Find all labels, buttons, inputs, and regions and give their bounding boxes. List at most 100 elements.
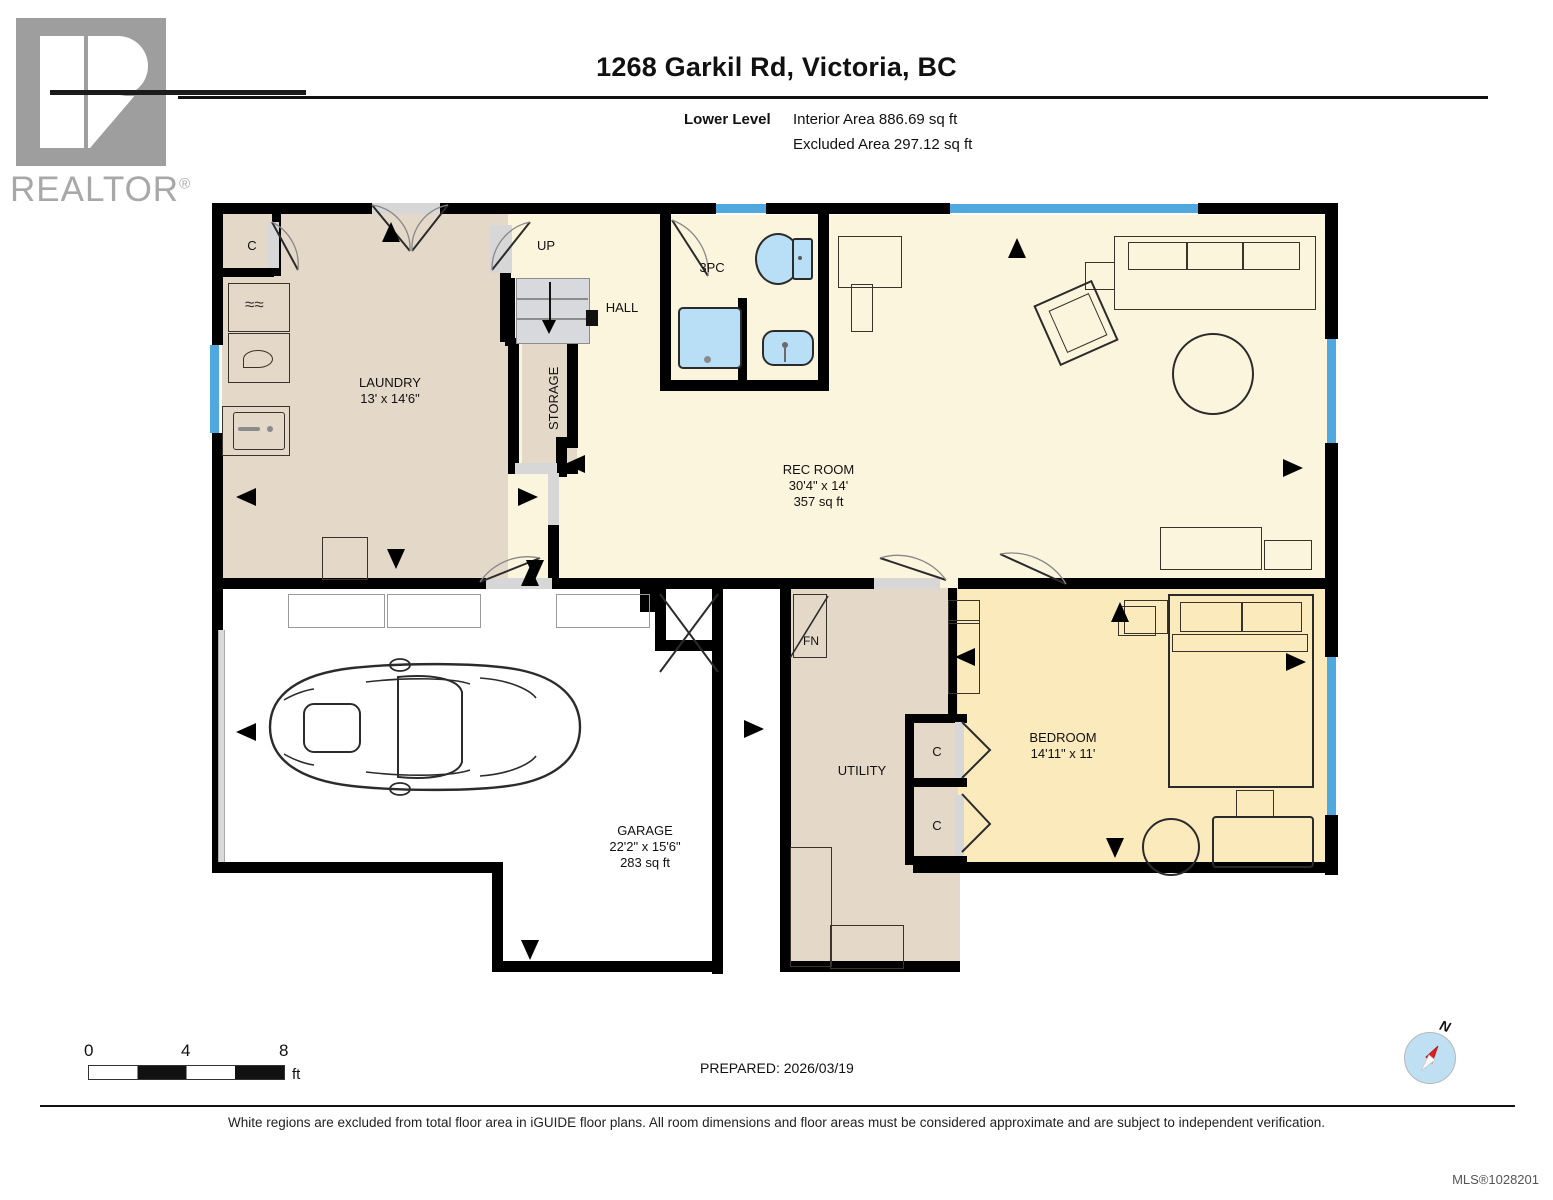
room-area-garage: 283 sq ft [620,855,670,870]
door-opening-laundry-hall [548,473,559,525]
room-label-rec-room: REC ROOM 30'4" x 14' 357 sq ft [726,462,911,510]
door-opening-hall-top [490,225,512,273]
wall-bedroom-bottom [913,862,1338,873]
realtor-wordmark: REALTOR® [10,170,191,210]
rec-console-bottom [1160,527,1262,570]
garage-shelf-2 [387,594,481,628]
wall-top-bath-right [766,203,950,214]
door-opening-closet-laundry [268,222,279,268]
room-dims-bedroom: 14'11" x 11' [1030,746,1096,761]
laundry-counter-bottom [322,537,368,580]
door-swing-bathroom [671,219,709,277]
wall-closet-laundry-bottom [214,268,274,277]
utility-shelf-bottom [830,925,904,969]
prepared-date: PREPARED: 2026/03/19 [700,1060,854,1076]
garage-door-track [218,630,225,862]
bed-pillow-right [1242,602,1302,632]
wall-rec-left-upper [820,222,829,312]
bedroom-desk-icon [1212,816,1314,868]
wall-mid-horizontal-left [212,578,560,589]
rec-side-table [1085,262,1115,290]
bed-duvet-fold [1172,634,1308,652]
disclaimer-text: White regions are excluded from total fl… [227,1115,1326,1130]
closet-util-1-fill [913,722,963,780]
stairs-up-label: UP [536,238,556,253]
floor-plan-drawing: ≈≈ [210,203,1338,974]
bedroom-closet-shelf-top [948,600,980,624]
wall-utility-left [780,588,791,972]
shower-drain-icon [704,356,711,363]
sink-basin-icon [762,330,814,366]
door-opening-top-left [372,203,440,214]
mls-number: MLS®1028201 [1452,1172,1539,1187]
wall-left-garage [212,588,223,873]
scale-unit-label: ft [292,1066,301,1083]
laundry-sink-counter [222,406,290,456]
camera-arrow-garage-top [521,566,539,586]
door-swing-hall [491,221,531,271]
wall-closet-u1-top [905,714,967,723]
realtor-wordmark-text: REALTOR [10,170,180,209]
wall-top-right [1198,203,1334,214]
level-label: Lower Level [684,111,771,128]
wall-right-mid [1325,443,1338,657]
camera-arrow-bedroom-right [1286,653,1306,671]
bedroom-closet-shelf [948,620,980,694]
room-label-bedroom: BEDROOM 14'11" x 11' [998,730,1128,762]
door-opening-garage-rec [486,578,552,589]
wall-right-lower [1325,815,1338,875]
laundry-sink-tap [238,427,260,431]
realtor-registered-mark: ® [179,175,192,193]
room-label-laundry: LAUNDRY 13' x 14'6" [330,375,450,407]
camera-arrow-rec-top [1008,238,1026,258]
door-swing-rec-bottom [879,554,947,581]
closet-util-2-fill [913,795,963,857]
wall-garage-step-vert [492,862,503,972]
closet-label-utility-1: C [932,744,942,759]
room-label-utility: UTILITY [815,763,909,779]
camera-arrow-storage [565,455,585,473]
realtor-logo: REALTOR® [10,18,306,209]
room-label-garage: GARAGE 22'2" x 15'6" 283 sq ft [580,823,710,871]
washer-drum-glyph [243,350,273,368]
sink-faucet-icon [782,342,788,348]
rec-sofa-cushion-1 [1128,242,1188,270]
stair-tread-1 [516,298,588,300]
door-swing-closet-u2 [961,793,992,853]
window-left-laundry [210,345,219,433]
wall-closet-u2-bottom [905,856,967,865]
car-icon [268,658,582,796]
washer-icon [228,333,290,383]
interior-area-text: Interior Area 886.69 sq ft [793,111,958,128]
staircase [516,278,590,344]
door-opening-storage [515,463,557,474]
window-top-bath [714,204,766,213]
stair-direction-arrow-head [542,320,556,334]
wall-top-mid [440,203,716,214]
scale-label-0: 0 [84,1041,94,1060]
utility-shelf-left [790,847,832,967]
camera-arrow-garage-left [236,723,256,741]
title-divider [178,96,1488,99]
room-name-storage: STORAGE [546,366,561,430]
wall-stair-left [505,278,515,346]
realtor-logo-bar [50,90,306,95]
wall-left-lower [212,433,223,589]
stair-newel-post [586,310,598,326]
room-name-bedroom: BEDROOM [1029,730,1097,745]
dryer-icon [228,283,290,332]
stair-direction-arrow-shaft [549,282,551,322]
door-opening-rec-bottom [874,578,940,589]
scale-label-8: 8 [279,1041,289,1060]
furnace-label: FN [803,634,819,648]
room-dims-rec-room: 30'4" x 14' [788,478,849,493]
camera-arrow-laundry-left [236,488,256,506]
window-top-rec [948,204,1200,213]
wall-bottom-garage [212,862,502,873]
closet-label-laundry: C [247,238,257,253]
furnace-icon [793,594,827,658]
wall-storage-left [508,338,519,473]
wall-closet-u2-left [905,787,914,865]
door-opening-closet-u2 [955,795,964,855]
rec-round-table [1172,333,1254,415]
